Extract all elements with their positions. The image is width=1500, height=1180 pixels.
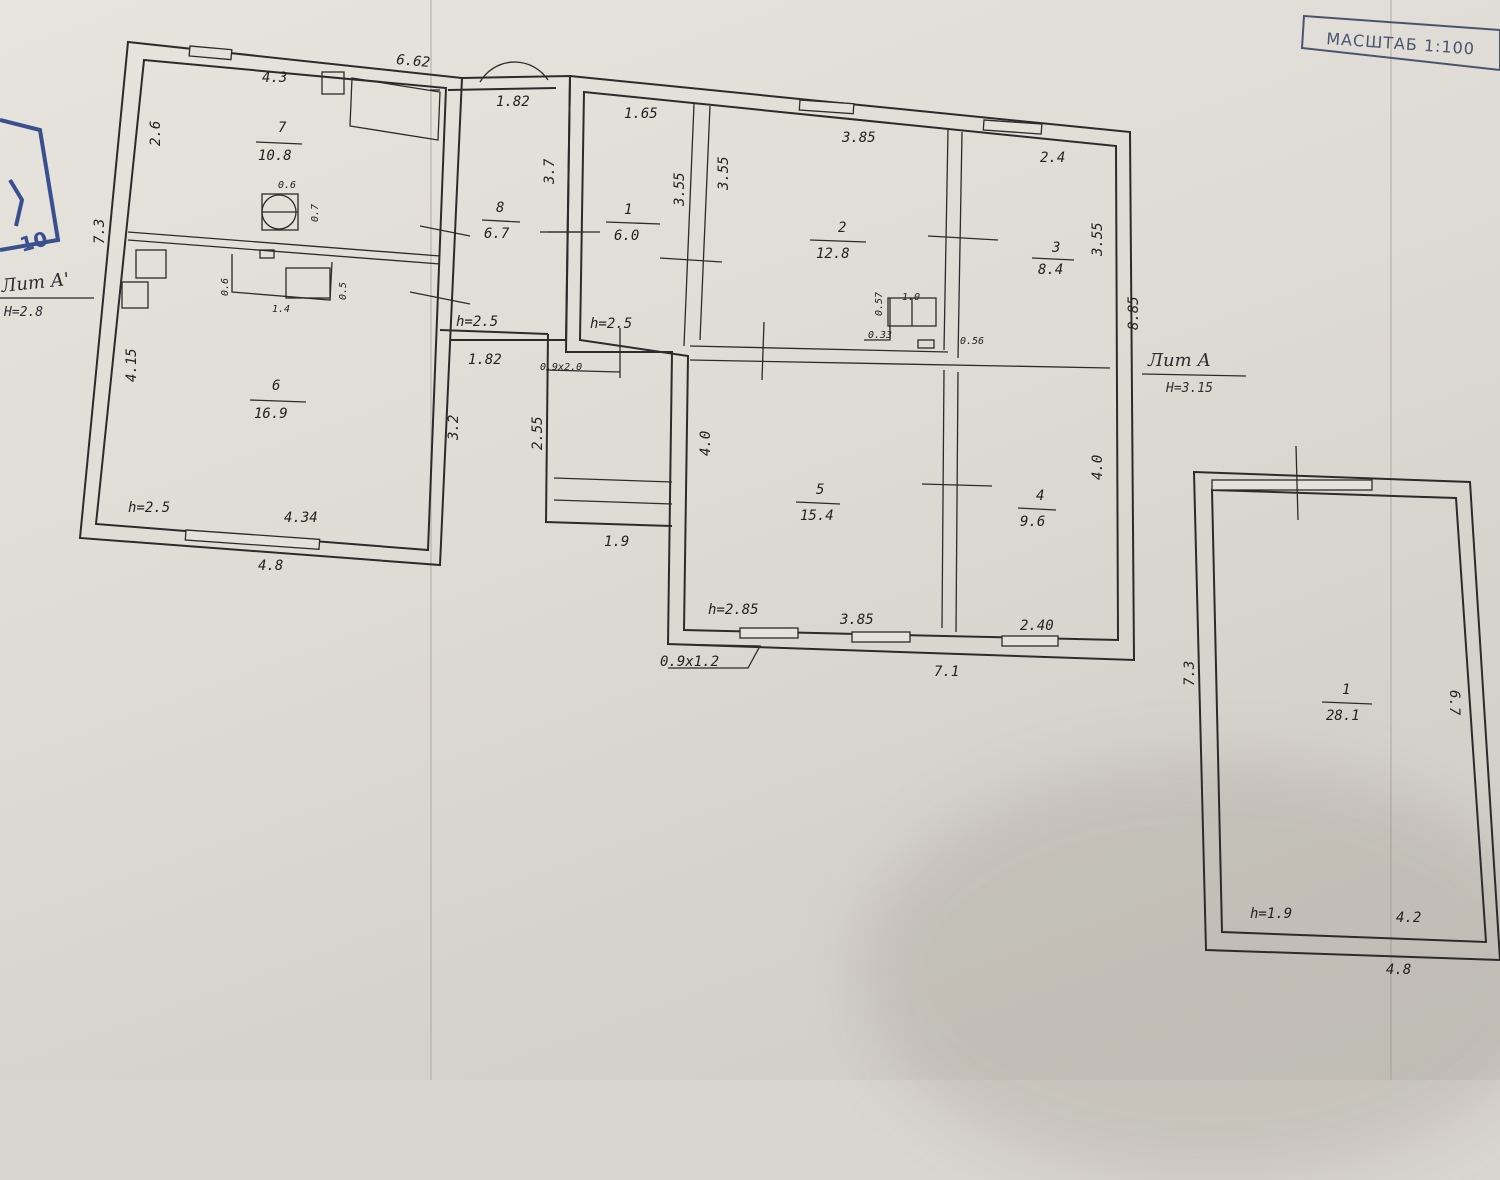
dim-label: 1.82 [468,352,502,368]
shed-walls [1192,445,1500,962]
dim-label: 6.62 [396,52,431,71]
height-room-5: h=2.85 [708,602,759,618]
room-3-area: 8.4 [1038,262,1063,278]
dim-label: 4.3 [262,70,287,86]
dim-label: 3.2 [446,415,462,441]
room-5-number: 5 [816,482,824,498]
dim-label: 3.7 [542,158,558,185]
dim-label: 0.33 [868,330,892,341]
lit-a-label: Лит А [1147,350,1211,371]
dim-label: 6.7 [1446,690,1462,716]
dim-label: 7.1 [934,664,959,680]
height-left-block: h=2.5 [128,500,170,516]
dim-label: 1.9 [604,534,629,550]
dim-label: 1.4 [272,304,290,315]
dim-label: 0.9x2.0 [540,362,582,373]
dim-label: 0.7 [310,204,321,222]
dim-label: 7.3 [92,219,108,244]
dim-label: 3.55 [716,156,732,191]
dim-label: 8.85 [1126,296,1142,330]
dim-label: 3.55 [1090,222,1106,257]
dim-label: 4.34 [284,510,318,526]
dim-label: 1.82 [496,94,530,110]
dim-label: 2.55 [530,416,546,450]
height-room-1: h=2.5 [590,316,632,332]
dim-label: 2.6 [148,121,164,146]
dim-label: 4.8 [1386,962,1411,978]
room-2-number: 2 [838,220,846,236]
lit-a1-height: Н=2.8 [3,305,43,320]
height-shed: h=1.9 [1250,906,1292,922]
paper-fold-line [430,0,432,1080]
scale-stamp: МАСШТАБ 1:100 [1300,14,1500,72]
dim-label: 0.56 [960,336,984,347]
shed-room-number: 1 [1342,682,1350,698]
room-7-number: 7 [278,120,287,136]
paper-fold-line [1390,0,1392,1080]
dim-label: 7.3 [1182,661,1198,686]
dim-label: 2.40 [1020,618,1054,634]
shed-room-area: 28.1 [1326,708,1360,724]
dim-label: 4.8 [258,558,283,574]
main-house-walls [540,74,1136,669]
room-6-area: 16.9 [254,406,288,422]
dim-label: 3.55 [672,172,688,207]
room-7-area: 10.8 [258,148,292,164]
room-6-number: 6 [272,378,280,394]
room-4-number: 4 [1036,488,1044,504]
lit-a-height: Н=3.15 [1165,381,1213,396]
dim-label: 1.65 [624,106,658,122]
room-5-area: 15.4 [800,508,834,524]
room-2-area: 12.8 [816,246,850,262]
dim-label: 4.15 [124,348,140,382]
lit-a1-label: Лит А' [0,269,70,297]
dim-label: 2.4 [1040,150,1065,166]
left-block-walls [78,40,471,567]
dim-label: 4.0 [698,431,714,456]
dim-label: 0.5 [338,282,349,300]
dim-label: 0.57 [874,292,885,316]
room-3-number: 3 [1051,240,1060,256]
room-8-number: 8 [496,200,504,216]
ink-stamp: 10 [0,118,61,257]
room-1-number: 1 [624,202,632,218]
dim-label: 0.9x1.2 [660,654,719,670]
room-4-area: 9.6 [1020,514,1045,530]
dim-label: 0.6 [220,278,231,296]
dim-label: 4.0 [1090,455,1106,480]
dim-label: 1.0 [902,292,920,303]
corridor-walls [439,61,673,527]
dim-label: 0.6 [278,180,296,191]
room-1-area: 6.0 [614,228,639,244]
floor-plan-drawing: 10 МАСШТАБ 1:100 Лит А' Н=2.8 Лит А Н=3.… [0,14,1500,978]
dim-label: 4.2 [1396,910,1421,926]
dim-label: 3.85 [839,612,874,628]
dim-label: 3.85 [841,130,876,146]
height-corridor: h=2.5 [456,314,498,330]
room-8-area: 6.7 [484,226,510,242]
side-stamp-text: 10 [17,226,50,256]
